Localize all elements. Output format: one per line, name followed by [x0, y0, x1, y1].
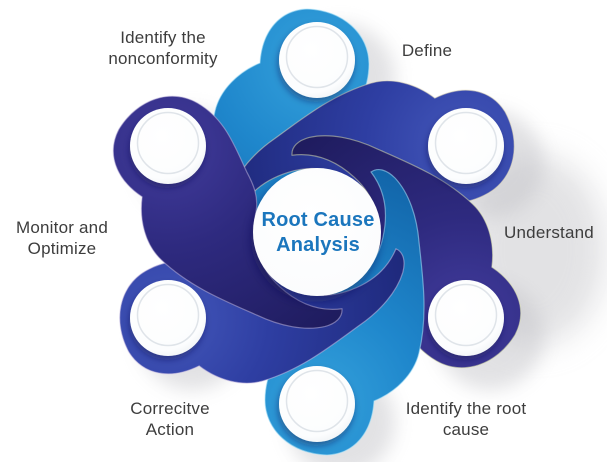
- node-circle-upper-left: [130, 108, 206, 184]
- diagram-title: Root Cause Analysis: [261, 209, 375, 256]
- node-circles: [130, 22, 504, 442]
- node-circle-top: [279, 22, 355, 98]
- node-circle-lower-right: [428, 280, 504, 356]
- node-circle-bottom: [279, 366, 355, 442]
- label-define: Define: [401, 41, 453, 60]
- label-identify-root-cause: Identify the root cause: [405, 399, 527, 439]
- label-identify-nonconformity: Identify the nonconformity: [108, 28, 218, 68]
- node-circle-lower-left: [130, 280, 206, 356]
- label-monitor-optimize: Monitor and Optimize: [16, 218, 108, 258]
- label-corrective-action: Correcitve Action: [130, 399, 210, 439]
- label-understand: Understand: [504, 223, 594, 242]
- node-circle-upper-right: [428, 108, 504, 184]
- center-circle: [253, 168, 381, 296]
